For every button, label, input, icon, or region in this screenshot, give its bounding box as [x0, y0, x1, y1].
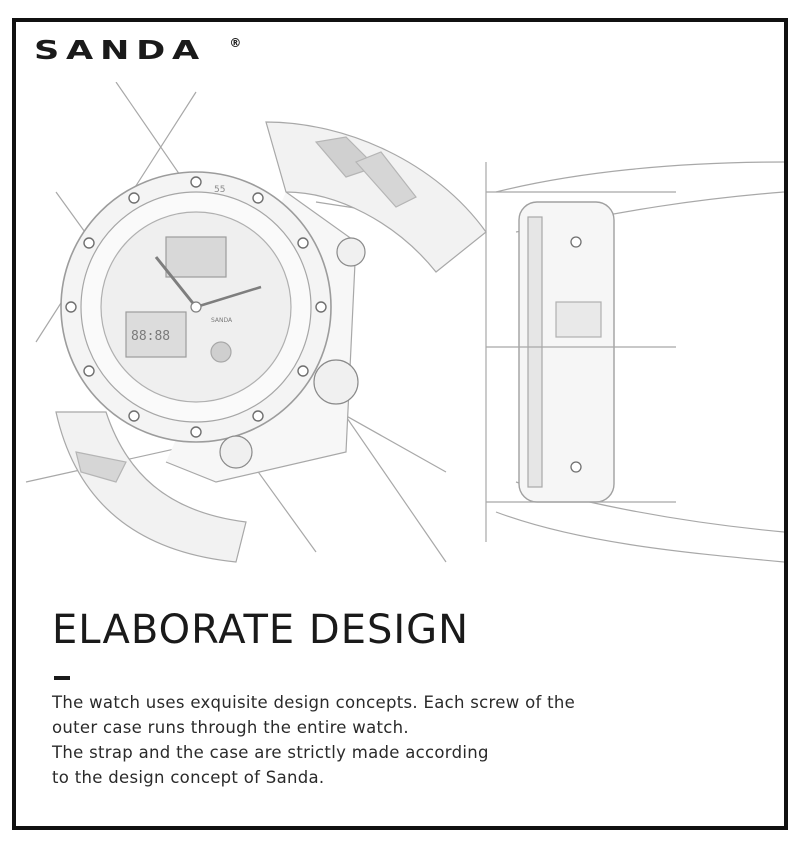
registered-mark: ® [229, 36, 242, 50]
digital-readout: 88:88 [131, 329, 170, 344]
strap-lower [55, 411, 247, 563]
strap-texture [354, 151, 417, 208]
description-line: The strap and the case are strictly made… [52, 743, 489, 762]
pusher-bottom [219, 435, 253, 469]
dial-brand-text: SANDA [211, 317, 233, 324]
description-line: outer case runs through the entire watch… [52, 718, 409, 737]
subdial-number: 55 [214, 185, 225, 195]
side-button [555, 301, 602, 338]
minute-hand [195, 285, 262, 309]
side-screw [570, 236, 582, 248]
crown [313, 359, 359, 405]
heading-underline-dash [54, 676, 70, 680]
digital-display-left [125, 311, 187, 358]
description-line: The watch uses exquisite design concepts… [52, 693, 576, 712]
hour-hand [154, 256, 198, 308]
digital-display-top [165, 236, 227, 278]
side-strap-top-outer [495, 161, 784, 193]
subdial [210, 341, 232, 363]
section-heading: ELABORATE DESIGN [52, 607, 470, 653]
pusher-top [336, 237, 366, 267]
watch-sketch-illustration: 55 88:88 SANDA [25, 82, 784, 563]
description-paragraph: The watch uses exquisite design concepts… [52, 690, 575, 790]
side-screw [570, 461, 582, 473]
brand-logo: SANDA ® [34, 36, 242, 66]
strap-texture [75, 451, 127, 483]
hand-pivot [190, 301, 202, 313]
bezel-screws [65, 176, 327, 438]
side-bezel [527, 216, 543, 488]
side-strap-bottom-outer [495, 511, 784, 563]
brand-logo-text: SANDA [34, 36, 206, 66]
page-frame: SANDA ® [12, 18, 788, 830]
description-line: to the design concept of Sanda. [52, 768, 325, 787]
